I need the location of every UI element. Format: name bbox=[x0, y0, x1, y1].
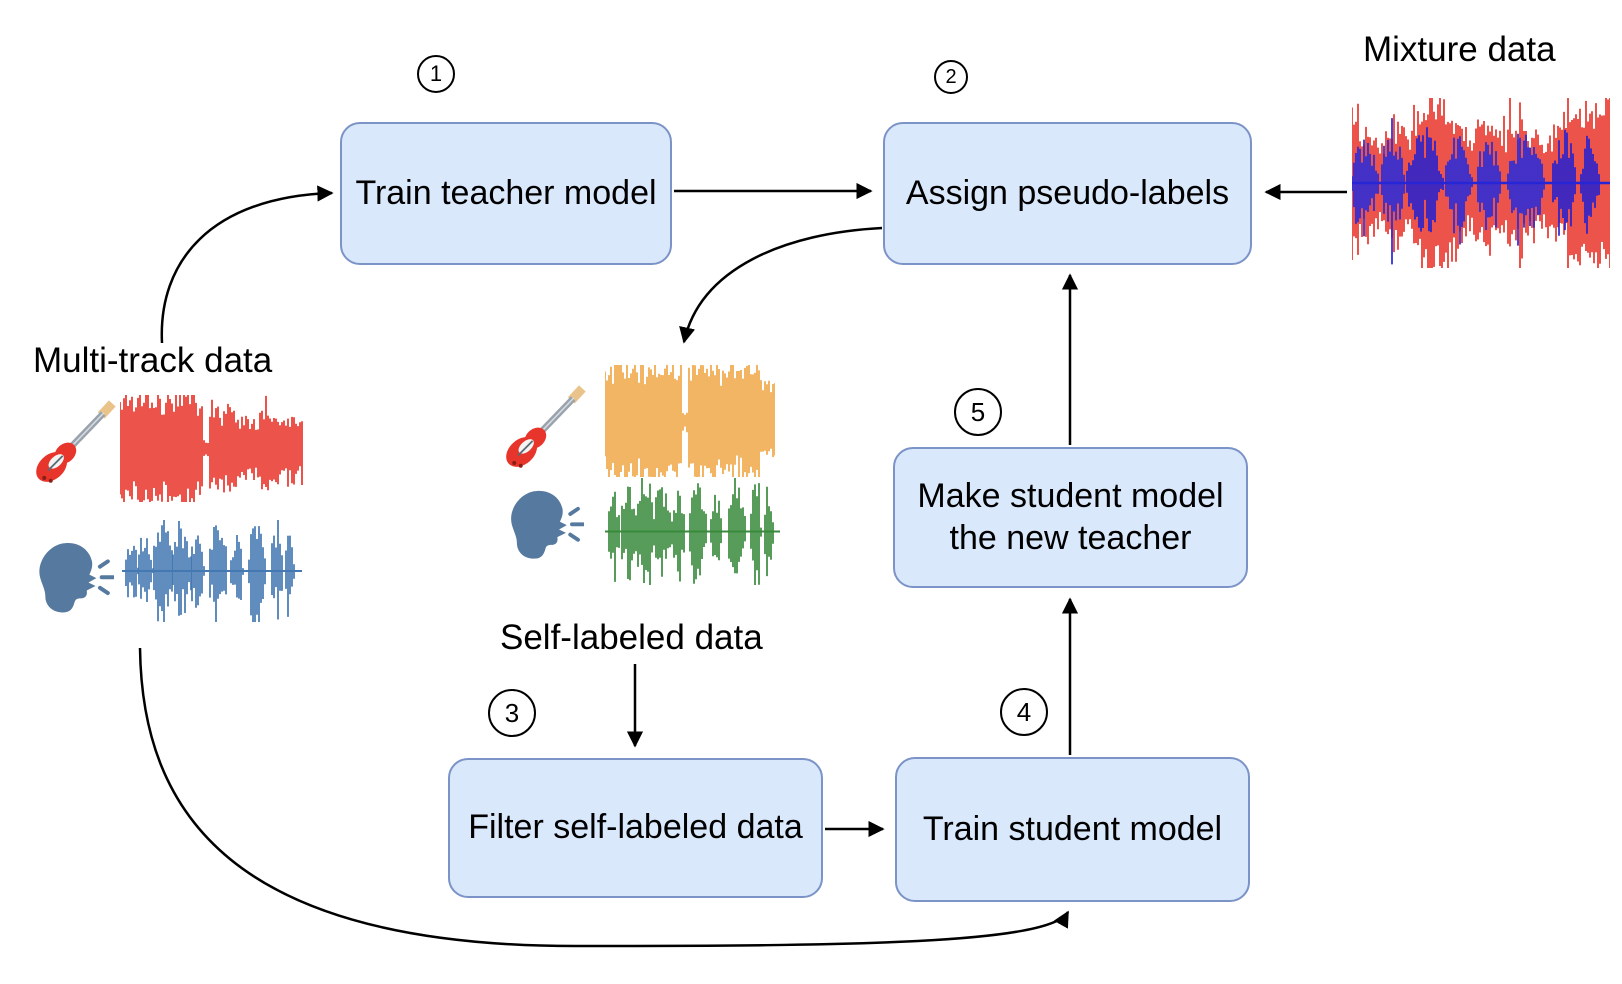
arrow-assign-pseudo-to-self-labeled bbox=[679, 226, 883, 344]
speaking-head-icon bbox=[39, 543, 114, 613]
node-assign-pseudo-labels: Assign pseudo-labels bbox=[883, 122, 1252, 265]
step-circle-3: 3 bbox=[488, 689, 536, 737]
step-circle-2: 2 bbox=[934, 60, 968, 94]
multitrack-guitar-waveform bbox=[120, 395, 303, 502]
self-labeled-data-label: Self-labeled data bbox=[500, 618, 763, 657]
multi-track-data-label: Multi-track data bbox=[33, 341, 273, 380]
node-make-teacher-label-line1: Make student model bbox=[917, 477, 1224, 516]
self-labeled-guitar-waveform bbox=[605, 365, 775, 477]
self-labeled-speech-waveform bbox=[605, 478, 780, 585]
step-1-number: 1 bbox=[429, 61, 443, 86]
node-make-teacher-label-line2: the new teacher bbox=[949, 518, 1192, 557]
step-circle-5: 5 bbox=[954, 388, 1002, 436]
electric-guitar-icon bbox=[506, 385, 586, 468]
step-5-number: 5 bbox=[970, 396, 986, 427]
node-train-student-label: Train student model bbox=[922, 809, 1223, 848]
speaking-head-icon bbox=[511, 490, 584, 559]
node-filter-label: Filter self-labeled data bbox=[468, 808, 803, 847]
multitrack-speech-waveform bbox=[122, 520, 302, 622]
node-assign-pseudo-label: Assign pseudo-labels bbox=[905, 173, 1230, 212]
step-4-number: 4 bbox=[1016, 696, 1032, 727]
step-2-number: 2 bbox=[945, 65, 957, 88]
node-train-student-model: Train student model bbox=[895, 757, 1250, 902]
electric-guitar-icon bbox=[36, 400, 116, 483]
step-circle-1: 1 bbox=[417, 55, 455, 93]
arrow-multitrack-to-train-teacher bbox=[160, 185, 334, 344]
step-3-number: 3 bbox=[504, 697, 520, 728]
node-filter-self-labeled-data: Filter self-labeled data bbox=[448, 758, 823, 898]
mixture-waveform bbox=[1352, 98, 1610, 268]
mixture-data-label: Mixture data bbox=[1363, 30, 1556, 69]
node-train-teacher-model: Train teacher model bbox=[340, 122, 672, 265]
node-train-teacher-label: Train teacher model bbox=[355, 173, 657, 212]
node-make-student-new-teacher: Make student model the new teacher bbox=[893, 447, 1248, 588]
step-circle-4: 4 bbox=[1000, 688, 1048, 736]
